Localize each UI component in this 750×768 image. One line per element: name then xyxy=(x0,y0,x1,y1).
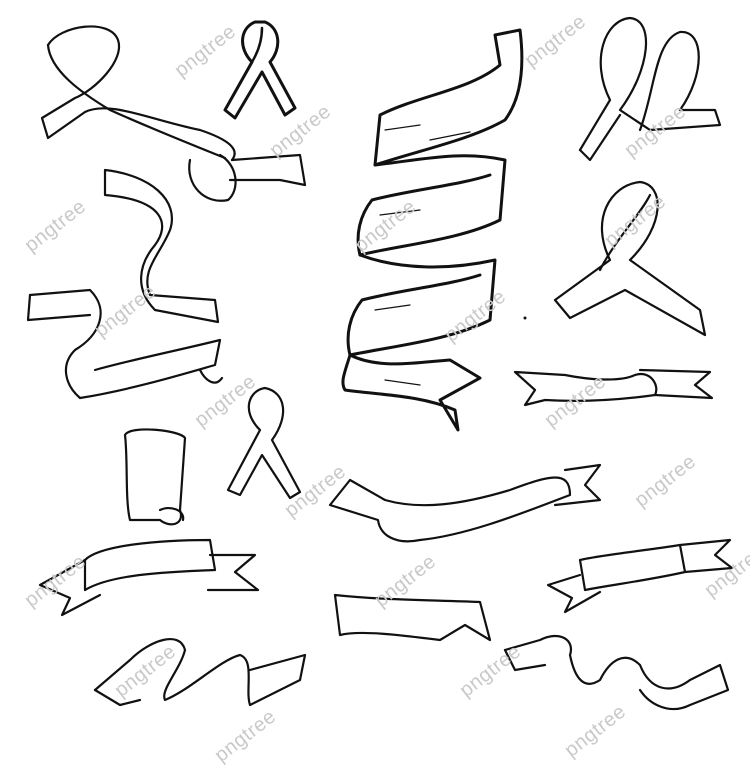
banner-ribbon-right-middle xyxy=(513,368,714,407)
awareness-ribbon-middle-left xyxy=(226,386,302,500)
banner-ribbon-right-bottom xyxy=(546,538,734,614)
banner-ribbon-left-bottom xyxy=(38,538,260,617)
banner-ribbon-left-middle xyxy=(26,288,224,400)
wavy-banner-bottom-left xyxy=(93,638,307,707)
scroll-parchment xyxy=(123,428,187,526)
ribbon-illustration xyxy=(26,16,734,711)
wavy-ribbon-left xyxy=(103,168,220,324)
double-loop-ribbon-top-right xyxy=(578,16,722,162)
banner-ribbon-bottom-center xyxy=(333,593,492,642)
ink-speck xyxy=(523,316,527,320)
spiral-ribbon-center xyxy=(341,28,524,432)
awareness-ribbon-small xyxy=(223,20,297,120)
wavy-banner-bottom-right xyxy=(503,634,730,711)
awareness-loop-ribbon-top-left xyxy=(40,25,307,202)
banner-ribbon-center-long xyxy=(328,463,602,543)
loop-ribbon-right xyxy=(553,180,707,337)
